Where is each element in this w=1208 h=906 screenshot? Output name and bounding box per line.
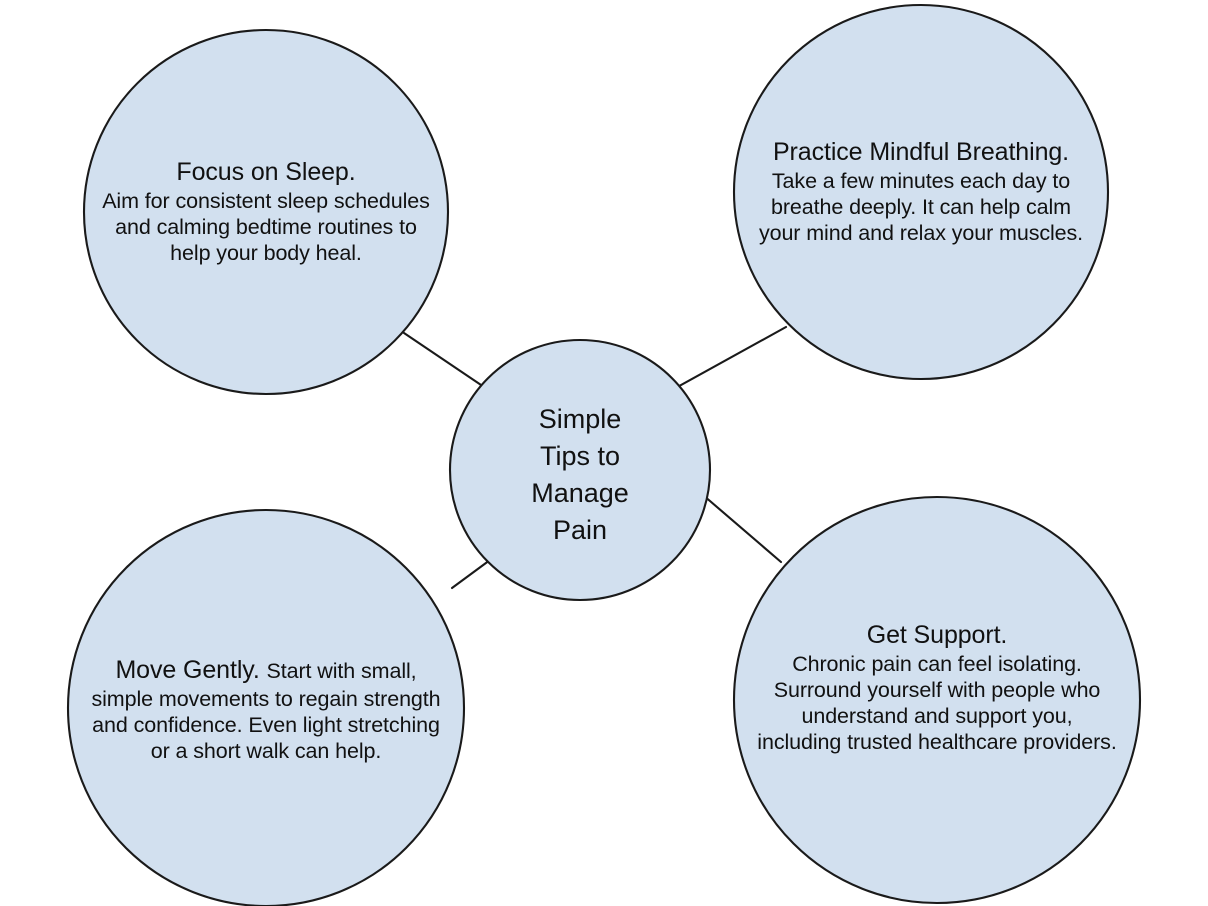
node-center[interactable]: Simple Tips to Manage Pain: [448, 338, 712, 602]
node-circle-get-support[interactable]: [732, 495, 1142, 905]
center-line-3: Manage: [531, 478, 629, 508]
center-line-1: Simple: [538, 404, 622, 435]
node-circle-focus-on-sleep[interactable]: [82, 28, 450, 396]
node-circle-move-gently[interactable]: [67, 509, 465, 906]
node-title-focus-on-sleep: Focus on Sleep.: [176, 158, 356, 187]
connector-center-to-move-gently: [450, 558, 492, 590]
center-line-4: Pain: [552, 514, 608, 545]
center-line-2: Tips to: [539, 441, 620, 472]
node-title-get-support: Get Support.: [866, 621, 1008, 650]
node-move-gently[interactable]: Move Gently. Start with small, simple mo…: [67, 509, 465, 906]
node-body-practice-mindful-breathing: Take a few minutes each day to breathe d…: [758, 168, 1084, 246]
node-practice-mindful-breathing[interactable]: Practice Mindful Breathing. Take a few m…: [732, 3, 1110, 381]
node-body-focus-on-sleep: Aim for consistent sleep schedules and c…: [102, 188, 430, 266]
node-circle-center[interactable]: [448, 338, 712, 602]
node-get-support[interactable]: Get Support.Chronic pain can feel isolat…: [732, 495, 1142, 905]
node-body-move-gently: Start with small, simple movements to re…: [91, 659, 441, 764]
node-title-move-gently: Move Gently.: [115, 656, 267, 685]
node-body-get-support: Chronic pain can feel isolating. Surroun…: [757, 651, 1117, 755]
connector-center-to-get-support: [701, 493, 783, 564]
connector-group: [402, 325, 788, 590]
connector-center-to-focus-on-sleep: [402, 331, 489, 391]
center-node-label: Simple Tips to Manage Pain: [531, 401, 629, 549]
node-circle-practice-mindful-breathing[interactable]: [732, 3, 1110, 381]
node-title-practice-mindful-breathing: Practice Mindful Breathing.: [772, 138, 1070, 167]
connector-center-to-practice-mindful-breathing: [670, 325, 788, 392]
node-focus-on-sleep[interactable]: Focus on Sleep.Aim for consistent sleep …: [82, 28, 450, 396]
